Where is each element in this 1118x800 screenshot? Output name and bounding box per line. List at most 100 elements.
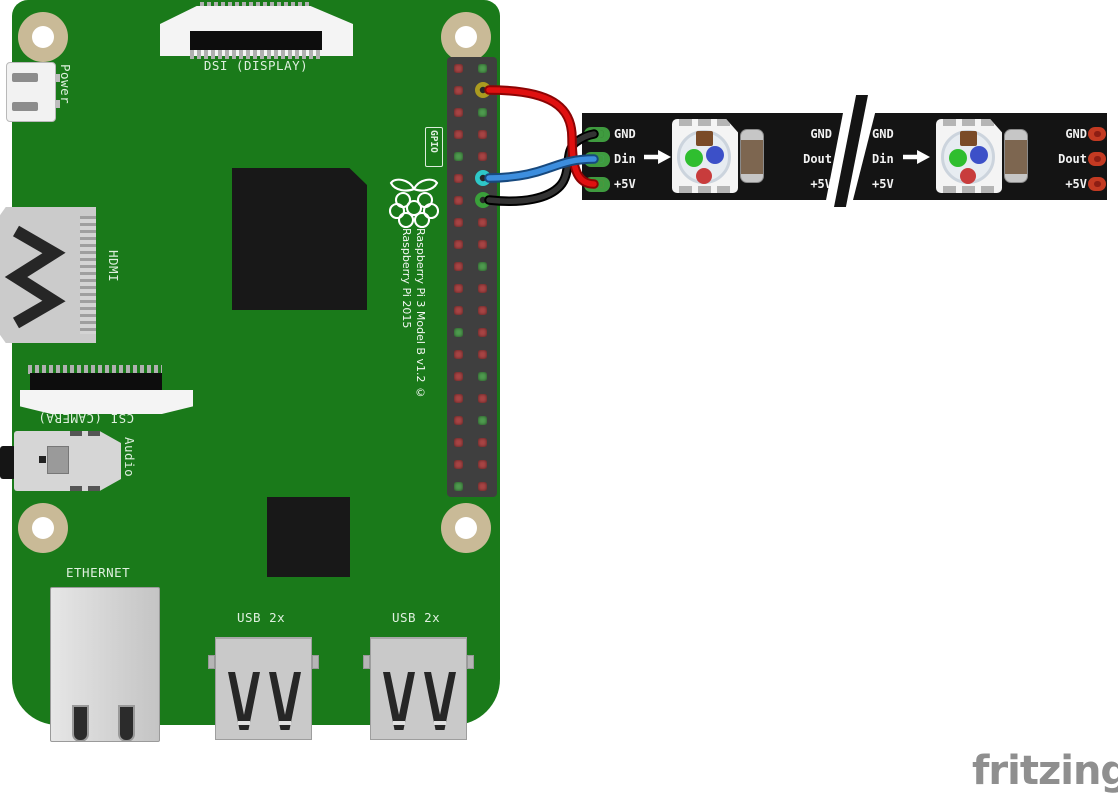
mounting-hole [18, 12, 68, 62]
power-port-contact [12, 73, 38, 82]
audio-contact [88, 486, 100, 491]
gpio-pin [454, 129, 463, 139]
gpio-pin [478, 415, 487, 425]
power-port [6, 62, 56, 122]
audio-jack-barrel [0, 446, 16, 479]
gpio-pin [454, 437, 463, 447]
usb-tab [363, 655, 370, 669]
mounting-hole [18, 503, 68, 553]
gpio-pin [454, 195, 463, 205]
gpio-pin [454, 459, 463, 469]
mounting-hole [441, 12, 491, 62]
led-pad [943, 119, 956, 126]
usb-port-right [370, 637, 467, 740]
usb-tab [312, 655, 319, 669]
strip-pad-label: +5V [872, 177, 894, 191]
power-port-tab [55, 74, 60, 82]
gpio-pin [478, 129, 487, 139]
data-direction-arrow-icon [644, 150, 671, 164]
gpio-pin [478, 107, 487, 117]
led-die [960, 131, 977, 146]
strip-pad-gnd [584, 126, 610, 142]
gpio-pin [454, 349, 463, 359]
ground-wire [484, 129, 599, 206]
led-pad [962, 186, 975, 193]
led-pad [981, 119, 994, 126]
gpio-pin [454, 283, 463, 293]
led-pad [943, 186, 956, 193]
gpio-label: GPIO [428, 130, 439, 153]
power-wire [484, 85, 599, 189]
strip-pad-gnd-core [591, 130, 604, 138]
led-green-dot [685, 149, 703, 167]
usb-right-label: USB 2x [392, 610, 441, 625]
audio-label: Audio [122, 437, 137, 478]
wire-connection-ring [475, 82, 491, 98]
strip-pad-label: GND [614, 127, 636, 141]
strip-pad-label: Dout [803, 152, 832, 166]
strip-pad-label: Dout [1058, 152, 1087, 166]
strip-pad-din-core [591, 155, 604, 163]
led-pad [717, 186, 730, 193]
hdmi-pins [80, 216, 96, 334]
gpio-pin [478, 63, 487, 73]
strip-pad-label: GND [810, 127, 832, 141]
led-blue-dot [970, 146, 988, 164]
gpio-pin [478, 481, 487, 491]
led-pad [698, 119, 711, 126]
gpio-pin [478, 459, 487, 469]
dsi-label: DSI (DISPLAY) [203, 58, 309, 73]
gpio-pin [454, 151, 463, 161]
power-label: Power [58, 64, 73, 105]
power-port-contact [12, 102, 38, 111]
gpio-pin [478, 349, 487, 359]
strip-pad-label: GND [872, 127, 894, 141]
led-pad [679, 186, 692, 193]
mounting-hole [441, 503, 491, 553]
strip-pad-label: +5V [614, 177, 636, 191]
soc-chip [232, 168, 367, 310]
dsi-slot [190, 31, 322, 50]
fritzing-watermark: fritzing [972, 748, 1118, 794]
wire-connection-ring [475, 192, 491, 208]
gpio-pin [478, 305, 487, 315]
strip-pad-5v [584, 176, 610, 192]
audio-contact [88, 431, 100, 436]
capacitor [740, 129, 764, 183]
gpio-pin [454, 85, 463, 95]
gpio-pin [454, 371, 463, 381]
audio-jack-detail [47, 446, 69, 474]
led-strip-segment-1: GND Din +5V GND Dout +5V [582, 113, 843, 200]
ws2812-led [672, 119, 738, 193]
led-red-dot [696, 168, 712, 184]
gpio-pin [478, 217, 487, 227]
gpio-pin [454, 239, 463, 249]
strip-pad-label: Din [614, 152, 636, 166]
gpio-pin [454, 107, 463, 117]
led-green-dot [949, 149, 967, 167]
audio-jack-detail [39, 456, 46, 463]
ethernet-clip [118, 705, 135, 742]
dsi-pins [190, 50, 322, 59]
ws2812-led [936, 119, 1002, 193]
capacitor [1004, 129, 1028, 183]
gpio-pin [454, 173, 463, 183]
strip-pad-label: Din [872, 152, 894, 166]
led-pad [698, 186, 711, 193]
gpio-label-box: GPIO [425, 127, 443, 167]
usb-ethernet-chip [267, 497, 350, 577]
gpio-pin [478, 371, 487, 381]
gpio-pin [478, 327, 487, 337]
silkscreen-line1: Raspberry Pi 3 Model B v1.2 [414, 228, 427, 383]
gpio-pin [454, 305, 463, 315]
gpio-pin [454, 327, 463, 337]
gpio-pin [454, 393, 463, 403]
strip-pad-5v-core [591, 180, 604, 188]
audio-contact [70, 486, 82, 491]
strip-solder-pad [1088, 152, 1106, 166]
strip-pad-din [584, 151, 610, 167]
strip-pad-label: GND [1065, 127, 1087, 141]
led-die [696, 131, 713, 146]
led-red-dot [960, 168, 976, 184]
